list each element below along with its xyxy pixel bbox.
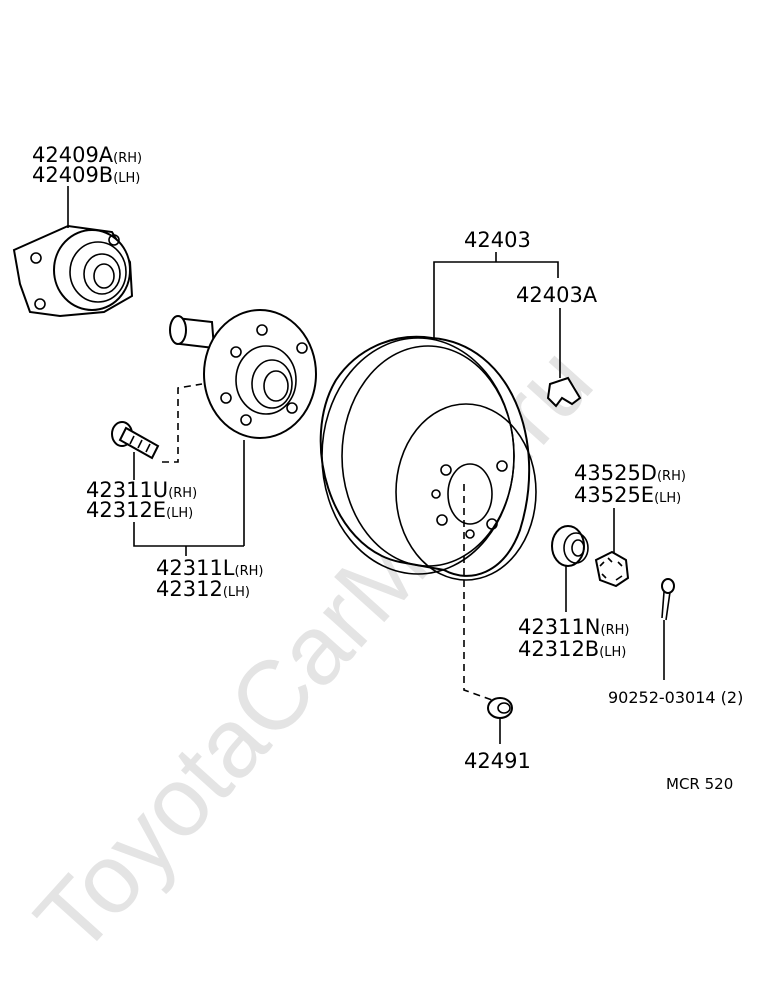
svg-text:42312B(LH): 42312B(LH) (518, 637, 626, 661)
svg-text:43525D(RH): 43525D(RH) (574, 461, 686, 485)
cotter-pin-icon[interactable] (661, 578, 675, 621)
label-nut-lh: 43525E(LH) (574, 483, 681, 507)
label-drum: 42403 (464, 228, 531, 252)
label-bolt-rh: 42311U(RH) (86, 478, 197, 502)
svg-text:42409A(RH): 42409A(RH) (32, 143, 142, 167)
svg-text:42311L(RH): 42311L(RH) (156, 556, 263, 580)
bearing-washer-icon[interactable] (551, 525, 589, 567)
svg-text:90252-03014 (2): 90252-03014 (2) (608, 688, 743, 707)
label-hub-rh: 42311L(RH) (156, 556, 263, 580)
svg-text:MCR 520: MCR 520 (666, 775, 733, 793)
svg-text:42312E(LH): 42312E(LH) (86, 498, 193, 522)
label-nut-rh: 43525D(RH) (574, 461, 686, 485)
svg-text:42311U(RH): 42311U(RH) (86, 478, 197, 502)
label-washer-rh: 42311N(RH) (518, 615, 629, 639)
brake-drum-icon[interactable] (319, 335, 537, 581)
svg-text:42312(LH): 42312(LH) (156, 577, 250, 601)
svg-text:42491: 42491 (464, 749, 531, 773)
label-washer-lh: 42312B(LH) (518, 637, 626, 661)
axle-hub-icon[interactable] (169, 309, 317, 439)
svg-text:42311N(RH): 42311N(RH) (518, 615, 629, 639)
svg-text:43525E(LH): 43525E(LH) (574, 483, 681, 507)
svg-text:42403: 42403 (464, 228, 531, 252)
label-cotter-pin: 90252-03014 (2) (608, 688, 743, 707)
svg-text:42403A: 42403A (516, 283, 598, 307)
label-bearing-lh: 42409B(LH) (32, 163, 140, 187)
label-hub-lh: 42312(LH) (156, 577, 250, 601)
drum-clip-icon[interactable] (546, 376, 582, 408)
grease-cap-icon[interactable] (487, 697, 513, 719)
hub-bolt-icon[interactable] (111, 421, 160, 460)
label-drum-alt: 42403A (516, 283, 598, 307)
axle-bearing-icon[interactable] (12, 224, 134, 318)
diagram-code: MCR 520 (666, 775, 733, 793)
castle-nut-icon[interactable] (594, 550, 630, 588)
label-cap: 42491 (464, 749, 531, 773)
svg-text:42409B(LH): 42409B(LH) (32, 163, 140, 187)
label-bolt-lh: 42312E(LH) (86, 498, 193, 522)
label-bearing-rh: 42409A(RH) (32, 143, 142, 167)
